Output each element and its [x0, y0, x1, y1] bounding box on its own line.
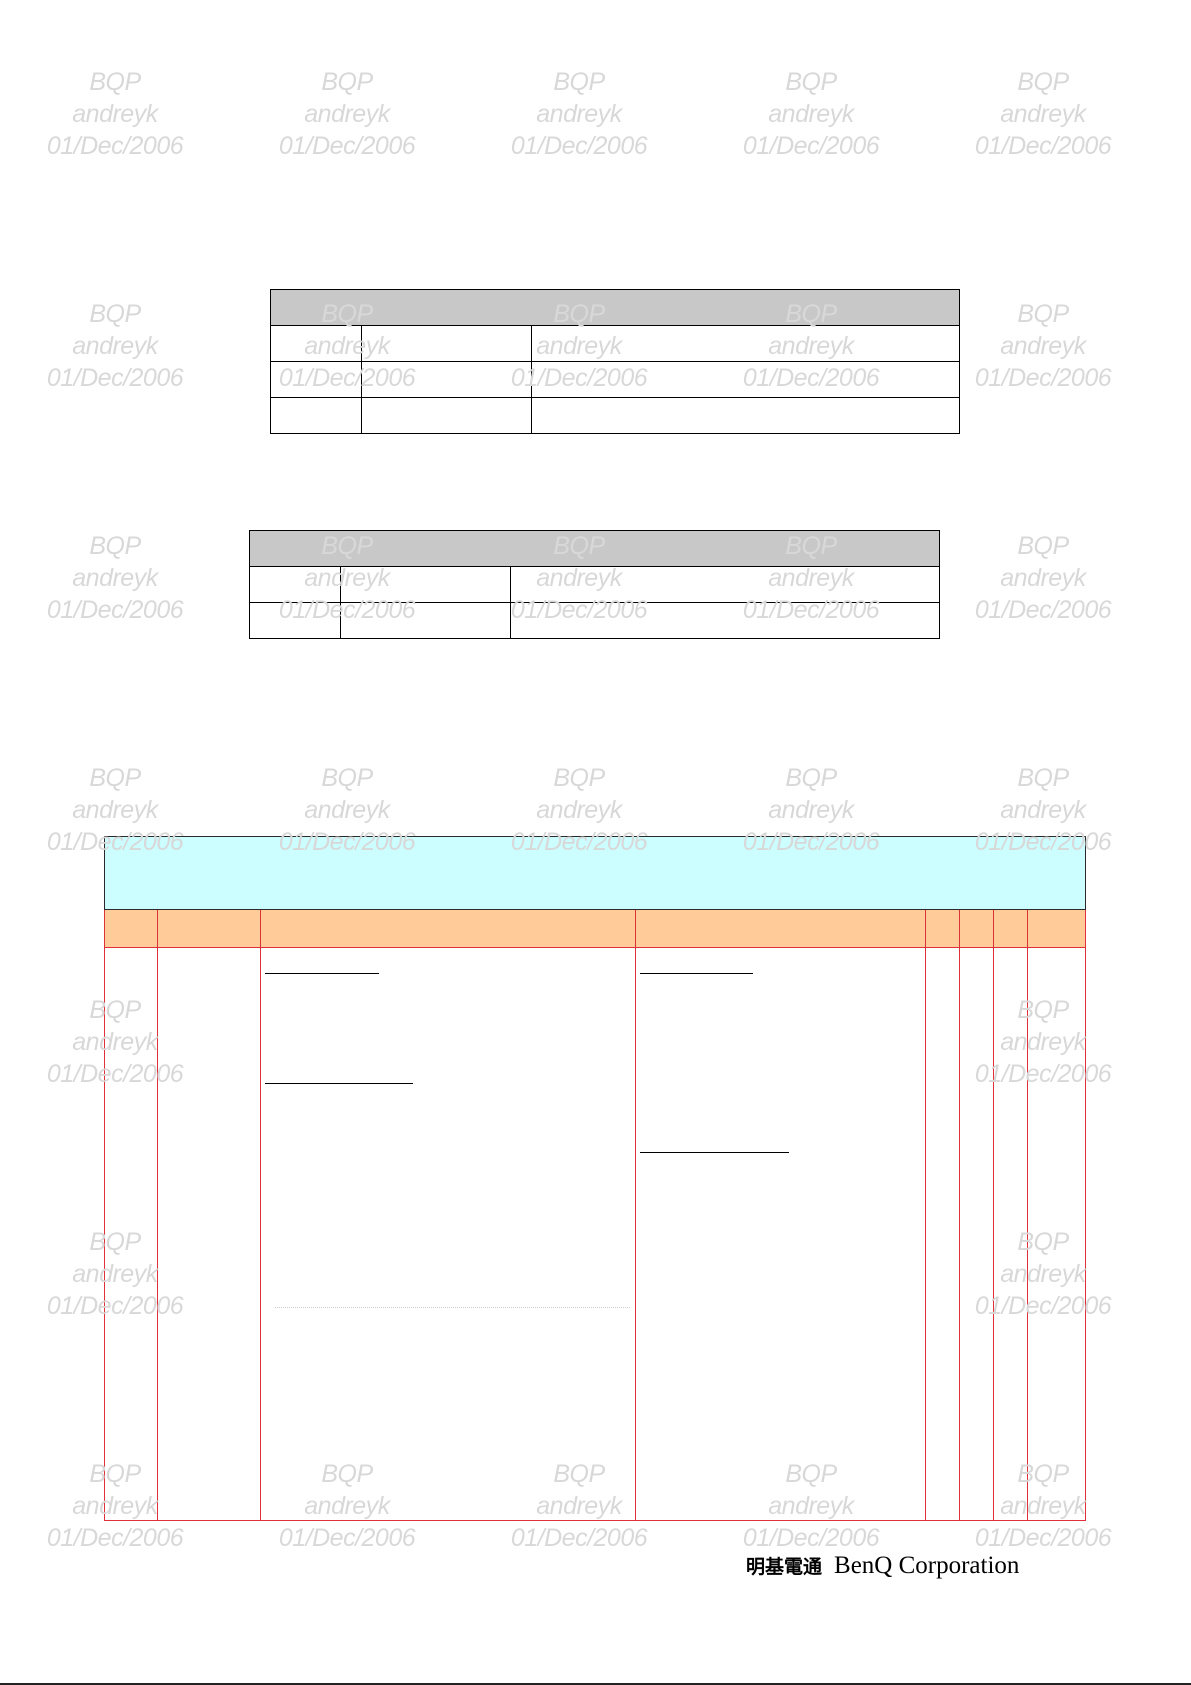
- column-header: [104, 909, 158, 948]
- table-cell: [270, 361, 362, 398]
- expected-result-cell: [635, 947, 926, 1521]
- table-cell: [530, 325, 961, 362]
- table-cell: [530, 361, 961, 398]
- table-cell: [1027, 947, 1086, 1521]
- table-cell: [925, 947, 960, 1521]
- test-case-title-bar: [104, 836, 1086, 910]
- column-header: [635, 909, 926, 948]
- table-cell: [993, 947, 1028, 1521]
- test-case-table: [104, 836, 1086, 1521]
- column-header: [1027, 909, 1086, 948]
- table-cell: [270, 397, 362, 434]
- revision-table-header: [269, 289, 961, 326]
- table-cell: [249, 566, 341, 603]
- table-cell: [249, 602, 341, 639]
- approval-table-header: [248, 530, 941, 567]
- table-cell: [361, 325, 532, 362]
- section-underline: [640, 973, 753, 974]
- company-logo: 明基電通 BenQ Corporation: [746, 1552, 1019, 1580]
- section-underline: [265, 1083, 413, 1084]
- table-cell: [509, 566, 941, 603]
- revision-table: [269, 289, 961, 434]
- table-cell: [104, 947, 158, 1521]
- table-cell: [270, 325, 362, 362]
- approval-table: [248, 530, 941, 639]
- page-bottom-rule: [0, 1683, 1191, 1685]
- company-name-cjk: 明基電通: [746, 1556, 823, 1578]
- column-header: [993, 909, 1028, 948]
- table-cell: [361, 397, 532, 434]
- table-cell: [361, 361, 532, 398]
- table-cell: [959, 947, 994, 1521]
- column-header: [260, 909, 636, 948]
- column-header: [925, 909, 960, 948]
- column-header: [959, 909, 994, 948]
- table-cell: [530, 397, 961, 434]
- company-name: BenQ Corporation: [834, 1552, 1020, 1579]
- section-underline: [640, 1152, 789, 1153]
- table-cell: [157, 947, 261, 1521]
- section-underline: [265, 973, 379, 974]
- procedure-cell: [260, 947, 636, 1521]
- table-cell: [509, 602, 941, 639]
- dotted-separator: [275, 1307, 630, 1308]
- table-cell: [340, 602, 511, 639]
- column-header: [157, 909, 261, 948]
- table-cell: [340, 566, 511, 603]
